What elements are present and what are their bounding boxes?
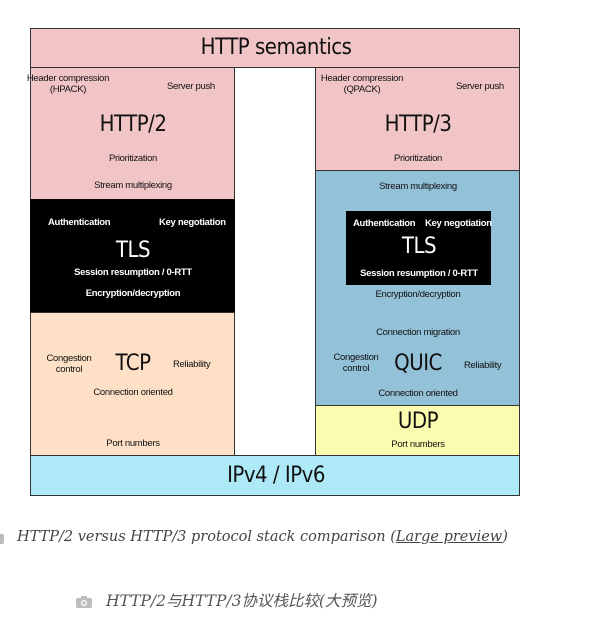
- http-semantics-label: HTTP semantics: [200, 35, 352, 60]
- tls-left-encryption: Encryption/decryption: [85, 288, 181, 299]
- http2-prioritization: Prioritization: [108, 153, 158, 164]
- http2-server-push: Server push: [167, 81, 215, 92]
- large-preview-link[interactable]: Large preview: [395, 529, 503, 545]
- figure-caption: HTTP/2 versus HTTP/3 protocol stack comp…: [17, 529, 508, 545]
- caption-cn-text: HTTP/2与HTTP/3协议栈比较(大预览): [106, 592, 378, 610]
- tcp-connection-oriented: Connection oriented: [93, 387, 173, 398]
- tcp-title: TCP: [115, 351, 151, 376]
- http2-title: HTTP/2: [99, 112, 167, 137]
- tls-left-key-negotiation: Key negotiation: [159, 217, 226, 228]
- ip-label: IPv4 / IPv6: [227, 463, 325, 488]
- quic-tls-session-resumption: Session resumption / 0-RTT: [360, 268, 478, 279]
- http3-box: Header compression (QPACK) Server push H…: [315, 67, 520, 171]
- figure-caption-cn: HTTP/2与HTTP/3协议栈比较(大预览): [106, 589, 378, 611]
- quic-tls-title: TLS: [401, 234, 437, 259]
- tls-left-title: TLS: [115, 238, 151, 263]
- caption-text: HTTP/2 versus HTTP/3 protocol stack comp…: [17, 529, 396, 545]
- caption-end: ): [502, 529, 508, 545]
- quic-congestion-control: Congestion control: [333, 352, 379, 374]
- quic-title: QUIC: [394, 351, 442, 376]
- quic-connection-migration: Connection migration: [376, 327, 460, 338]
- ip-box: IPv4 / IPv6: [30, 455, 520, 496]
- camera-icon: [76, 595, 92, 608]
- quic-box: Stream multiplexing Authentication Key n…: [315, 170, 520, 406]
- http2-box: Header compression (HPACK) Server push H…: [26, 67, 235, 200]
- http-semantics-box: HTTP semantics: [30, 28, 520, 68]
- udp-box: UDP Port numbers: [315, 405, 520, 456]
- tcp-reliability: Reliability: [173, 359, 211, 370]
- tcp-box: Congestion control TCP Reliability Conne…: [30, 312, 235, 456]
- udp-title: UDP: [397, 409, 439, 434]
- http3-header-compression: Header compression (QPACK): [320, 73, 404, 95]
- http3-server-push: Server push: [456, 81, 504, 92]
- quic-encryption: Encryption/decryption: [375, 289, 461, 300]
- http2-header-compression: Header compression (HPACK): [26, 73, 110, 95]
- http3-title: HTTP/3: [384, 112, 452, 137]
- quic-stream-multiplexing: Stream multiplexing: [379, 181, 457, 192]
- http3-prioritization: Prioritization: [393, 153, 443, 164]
- tcp-port-numbers: Port numbers: [106, 438, 160, 449]
- quic-reliability: Reliability: [464, 360, 502, 371]
- udp-port-numbers: Port numbers: [391, 439, 445, 450]
- camera-icon: [0, 534, 4, 544]
- http2-stream-multiplexing: Stream multiplexing: [94, 180, 172, 191]
- quic-connection-oriented: Connection oriented: [378, 388, 458, 399]
- tcp-congestion-control: Congestion control: [46, 353, 92, 375]
- tls-box-left: Authentication Key negotiation TLS Sessi…: [30, 199, 235, 313]
- quic-tls-authentication: Authentication: [353, 218, 416, 229]
- tls-left-session-resumption: Session resumption / 0-RTT: [74, 267, 192, 278]
- quic-tls-key-negotiation: Key negotiation: [425, 218, 492, 229]
- quic-tls-box: Authentication Key negotiation TLS Sessi…: [346, 211, 492, 285]
- tls-left-authentication: Authentication: [48, 217, 111, 228]
